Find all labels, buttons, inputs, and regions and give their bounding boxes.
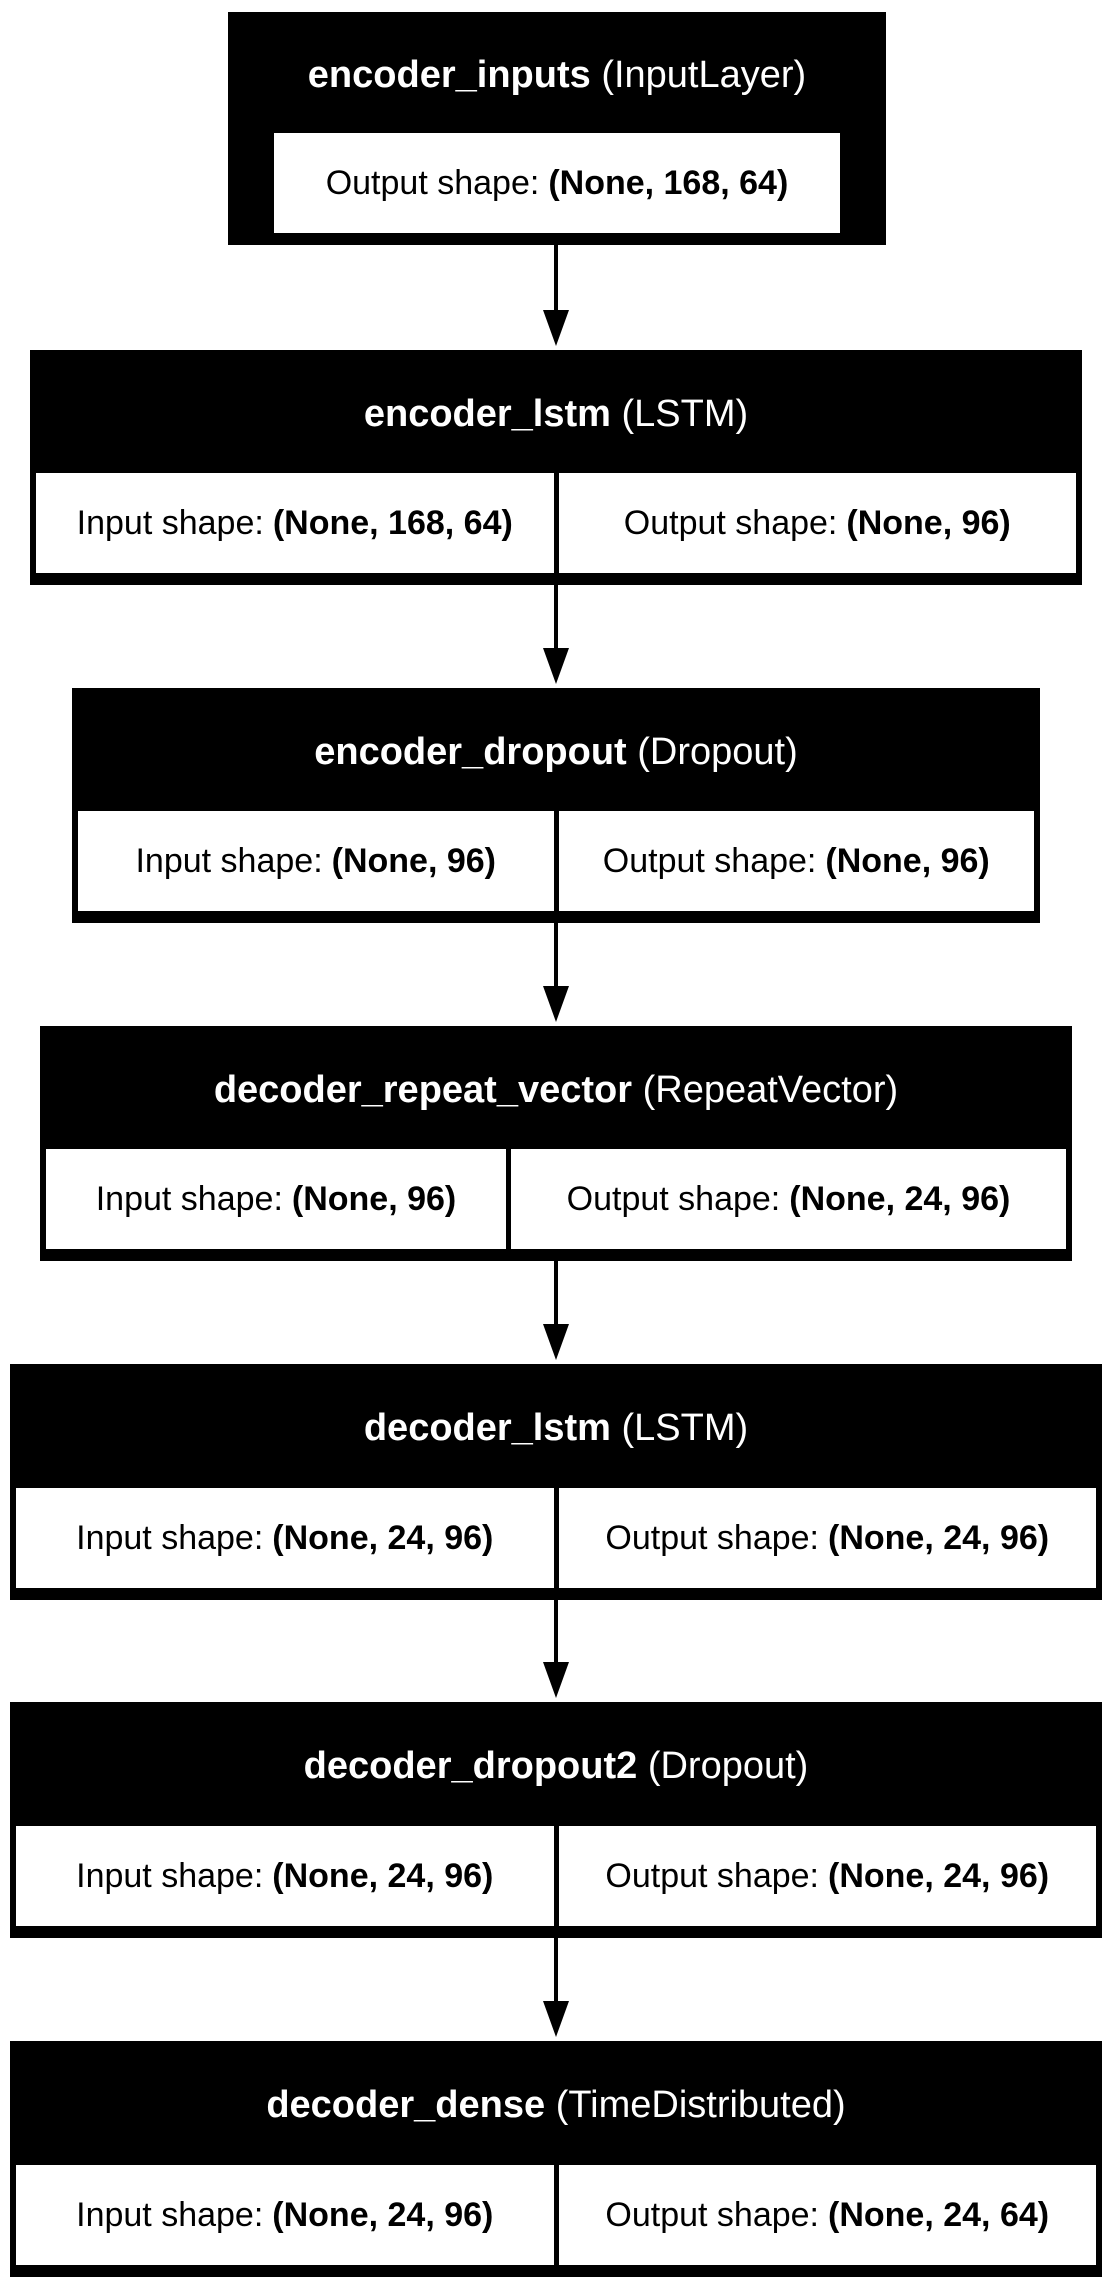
output-shape-label: Output shape: [605,1518,820,1557]
shape-row: Input shape: (None, 168, 64) Output shap… [36,473,1076,573]
shape-row: Input shape: (None, 96) Output shape: (N… [78,811,1034,911]
input-shape-value: (None, 24, 96) [272,1856,494,1895]
output-shape-label: Output shape: [605,1856,820,1895]
shape-row: Output shape: (None, 168, 64) [234,133,880,233]
layer-encoder-lstm: encoder_lstm (LSTM) Input shape: (None, … [30,350,1082,585]
layer-type: (LSTM) [621,1407,749,1449]
layer-type: (Dropout) [637,730,798,773]
input-shape-label: Input shape: [76,1856,264,1895]
output-shape-cell: Output shape: (None, 24, 64) [558,2165,1096,2265]
layer-title: encoder_lstm (LSTM) [36,355,1076,473]
layer-title: encoder_dropout (Dropout) [78,693,1034,811]
output-shape-value: (None, 96) [825,841,990,880]
input-shape-value: (None, 96) [291,1179,457,1218]
output-shape-value: (None, 168, 64) [548,163,789,202]
arrow-1 [543,245,569,346]
layer-title: encoder_inputs (InputLayer) [234,17,880,133]
input-shape-label: Input shape: [76,2195,264,2234]
layer-title: decoder_dropout2 (Dropout) [16,1707,1096,1826]
output-shape-cell: Output shape: (None, 24, 96) [511,1149,1066,1249]
layer-type: (TimeDistributed) [555,2084,846,2126]
input-shape-cell: Input shape: (None, 24, 96) [16,1488,554,1588]
layer-decoder-dense: decoder_dense (TimeDistributed) Input sh… [10,2041,1102,2277]
input-shape-value: (None, 96) [331,841,496,880]
arrow-6 [543,1938,569,2037]
layer-type: (Dropout) [647,1745,809,1787]
input-shape-value: (None, 24, 96) [272,1518,494,1557]
output-shape-label: Output shape: [602,841,817,880]
layer-name: encoder_lstm [363,392,611,435]
output-shape-label: Output shape: [566,1179,781,1218]
layer-title: decoder_dense (TimeDistributed) [16,2046,1096,2165]
output-shape-label: Output shape: [623,503,838,542]
output-shape-cell: Output shape: (None, 24, 96) [558,1488,1096,1588]
output-shape-cell: Output shape: (None, 24, 96) [558,1826,1096,1926]
output-shape-value: (None, 96) [846,503,1011,542]
input-shape-label: Input shape: [95,1179,283,1218]
layer-decoder-repeat-vector: decoder_repeat_vector (RepeatVector) Inp… [40,1026,1072,1261]
input-shape-cell: Input shape: (None, 96) [46,1149,506,1249]
input-shape-cell: Input shape: (None, 96) [78,811,554,911]
input-shape-cell: Input shape: (None, 168, 64) [36,473,554,573]
layer-decoder-dropout2: decoder_dropout2 (Dropout) Input shape: … [10,1702,1102,1938]
layer-type: (LSTM) [621,392,749,435]
arrow-4 [543,1261,569,1360]
output-shape-value: (None, 24, 96) [828,1518,1050,1557]
shape-row: Input shape: (None, 96) Output shape: (N… [46,1149,1066,1249]
output-shape-value: (None, 24, 96) [789,1179,1011,1218]
layer-type: (InputLayer) [601,53,807,96]
input-shape-label: Input shape: [76,1518,264,1557]
shape-row: Input shape: (None, 24, 96) Output shape… [16,2165,1096,2265]
output-shape-cell: Output shape: (None, 168, 64) [274,133,840,233]
output-shape-label: Output shape: [325,163,540,202]
shape-row: Input shape: (None, 24, 96) Output shape… [16,1488,1096,1588]
layer-name: encoder_dropout [314,730,627,773]
output-shape-cell: Output shape: (None, 96) [558,473,1076,573]
arrow-5 [543,1600,569,1698]
layer-type: (RepeatVector) [642,1068,899,1111]
arrow-3 [543,923,569,1022]
shape-row: Input shape: (None, 24, 96) Output shape… [16,1826,1096,1926]
layer-name: decoder_dense [266,2084,546,2126]
output-shape-cell: Output shape: (None, 96) [558,811,1034,911]
input-shape-cell: Input shape: (None, 24, 96) [16,2165,554,2265]
layer-name: decoder_lstm [363,1407,611,1449]
input-shape-label: Input shape: [135,841,323,880]
output-shape-value: (None, 24, 64) [828,2195,1050,2234]
input-shape-label: Input shape: [76,503,264,542]
layer-title: decoder_lstm (LSTM) [16,1369,1096,1488]
layer-title: decoder_repeat_vector (RepeatVector) [46,1031,1066,1149]
output-shape-value: (None, 24, 96) [828,1856,1050,1895]
layer-name: encoder_inputs [307,53,591,96]
layer-encoder-inputs: encoder_inputs (InputLayer) Output shape… [228,12,886,245]
input-shape-cell: Input shape: (None, 24, 96) [16,1826,554,1926]
layer-name: decoder_repeat_vector [213,1068,633,1111]
layer-name: decoder_dropout2 [303,1745,638,1787]
arrow-2 [543,585,569,684]
input-shape-value: (None, 168, 64) [272,503,513,542]
layer-encoder-dropout: encoder_dropout (Dropout) Input shape: (… [72,688,1040,923]
output-shape-label: Output shape: [605,2195,820,2234]
input-shape-value: (None, 24, 96) [272,2195,494,2234]
layer-decoder-lstm: decoder_lstm (LSTM) Input shape: (None, … [10,1364,1102,1600]
